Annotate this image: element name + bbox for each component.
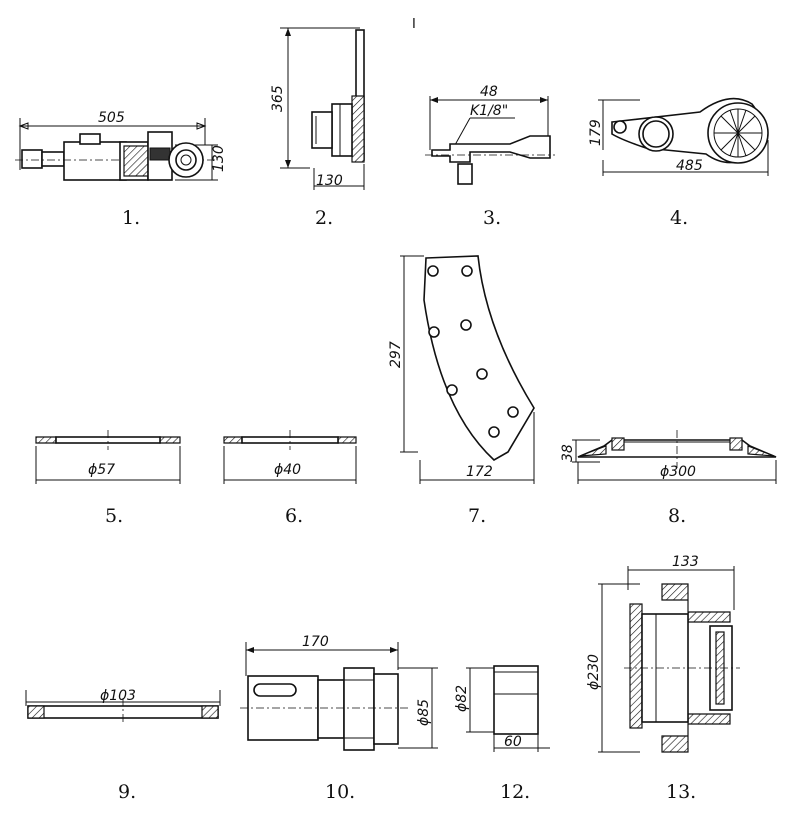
part-3-label: 3. (483, 207, 501, 229)
part-2-label: 2. (315, 207, 333, 229)
part-2-width-dim: 130 (316, 173, 343, 189)
part-13-width-dim: 133 (672, 554, 699, 570)
part-7-label: 7. (468, 505, 486, 527)
part-13-label: 13. (666, 781, 696, 803)
part-9-label: 9. (118, 781, 136, 803)
part-6-label: 6. (285, 505, 303, 527)
part-6-drawing (223, 430, 357, 484)
bolt-hole (476, 368, 488, 380)
part-9-diameter-dim: ϕ103 (100, 688, 136, 704)
part-10-drawing (240, 642, 438, 751)
part-1-label: 1. (122, 207, 140, 229)
part-1-length-dim: 505 (98, 110, 125, 126)
part-7-drawing (400, 255, 535, 484)
part-12-drawing (466, 665, 550, 752)
part-9-drawing (25, 690, 221, 724)
bolt-hole (461, 265, 473, 277)
part-2-height-dim: 365 (270, 85, 286, 112)
part-5-diameter-dim: ϕ57 (88, 462, 115, 478)
part-7-holes (427, 265, 519, 438)
part-4-height-dim: 179 (588, 119, 604, 146)
part-1-height-dim: 130 (211, 145, 227, 172)
part-7-height-dim: 297 (388, 341, 404, 368)
bolt-hole (507, 406, 519, 418)
part-4-label: 4. (670, 207, 688, 229)
part-10-diameter-dim: ϕ85 (416, 699, 432, 726)
part-13-drawing (598, 566, 740, 753)
part-3-length-dim: 48 (480, 84, 498, 100)
part-5-label: 5. (105, 505, 123, 527)
bolt-hole (428, 326, 440, 338)
part-3-thread-dim: K1/8" (470, 103, 508, 119)
part-8-diameter-dim: ϕ300 (660, 464, 696, 480)
part-7-width-dim: 172 (466, 464, 493, 480)
part-2-drawing (280, 27, 365, 190)
part-1-drawing (15, 118, 218, 181)
part-3-drawing (425, 96, 555, 185)
part-12-label: 12. (500, 781, 530, 803)
part-8-drawing (572, 430, 777, 484)
bolt-hole (488, 426, 500, 438)
part-8-label: 8. (668, 505, 686, 527)
bolt-hole (446, 384, 458, 396)
part-10-length-dim: 170 (302, 634, 329, 650)
part-5-drawing (35, 430, 181, 484)
part-12-length-dim: 60 (504, 734, 522, 750)
part-12-diameter-dim: ϕ82 (454, 685, 470, 712)
bolt-hole (460, 319, 472, 331)
part-10-label: 10. (325, 781, 355, 803)
bolt-hole (427, 265, 439, 277)
part-4-length-dim: 485 (676, 158, 703, 174)
part-6-diameter-dim: ϕ40 (274, 462, 301, 478)
part-4-drawing (598, 97, 769, 176)
part-13-diameter-dim: ϕ230 (586, 654, 602, 690)
part-8-height-dim: 38 (560, 444, 576, 462)
top-mark: I (412, 17, 416, 32)
